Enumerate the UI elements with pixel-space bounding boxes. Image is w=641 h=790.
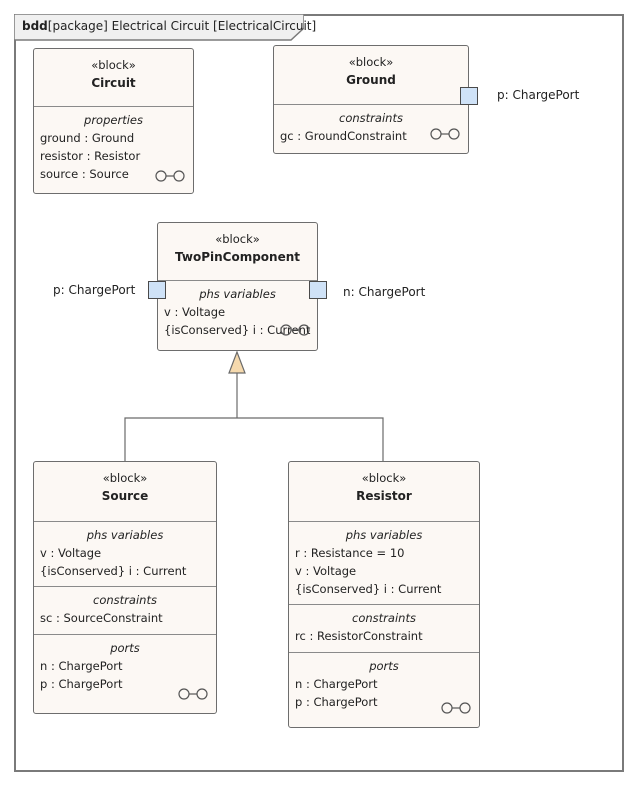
stereotype: «block» — [361, 471, 407, 485]
variable-item: v : Voltage — [164, 305, 226, 319]
constraint-item: sc : SourceConstraint — [40, 611, 163, 625]
block-name: Source — [101, 489, 149, 503]
stereotype: «block» — [91, 58, 136, 72]
block-circuit[interactable]: «block» Circuit properties ground : Grou… — [33, 48, 194, 194]
block-twopincomponent[interactable]: «block» TwoPinComponent phs variables v … — [157, 222, 318, 351]
constraint-item: gc : GroundConstraint — [280, 129, 407, 143]
twopin-port-p[interactable] — [148, 281, 166, 299]
twopin-port-n-label: n: ChargePort — [343, 285, 426, 299]
twopin-port-n[interactable] — [309, 281, 327, 299]
compartment-title: ports — [110, 641, 140, 655]
block-name: Circuit — [91, 76, 136, 90]
stereotype: «block» — [102, 471, 148, 485]
block-source[interactable]: «block» Source phs variables v : Voltage… — [33, 461, 217, 714]
compartment-title: ports — [369, 659, 399, 673]
stereotype: «block» — [215, 232, 260, 246]
ground-port-label: p: ChargePort — [497, 88, 580, 102]
decomposition-icon — [430, 128, 460, 140]
compartment-title: constraints — [352, 611, 416, 625]
port-item: p : ChargePort — [295, 695, 378, 709]
variable-item: {isConserved} i : Current — [295, 582, 442, 596]
constraint-item: rc : ResistorConstraint — [295, 629, 423, 643]
decomposition-icon — [178, 688, 208, 700]
property-item: ground : Ground — [40, 131, 135, 145]
property-item: resistor : Resistor — [40, 149, 141, 163]
port-item: n : ChargePort — [295, 677, 378, 691]
block-name: Resistor — [356, 489, 412, 503]
property-item: source : Source — [40, 167, 129, 181]
compartment-title: constraints — [93, 593, 157, 607]
block-name: Ground — [346, 73, 396, 87]
variable-item: {isConserved} i : Current — [164, 323, 311, 337]
compartment-title: properties — [84, 113, 143, 127]
frame-title-text: [package] Electrical Circuit [Electrical… — [47, 19, 317, 33]
ground-port-p[interactable] — [460, 87, 478, 105]
decomposition-icon — [155, 170, 185, 182]
compartment-title: phs variables — [199, 287, 276, 301]
decomposition-icon — [280, 324, 310, 336]
block-name: TwoPinComponent — [175, 250, 300, 264]
compartment-title: phs variables — [345, 528, 423, 542]
frame-kind: bdd — [22, 19, 48, 33]
port-item: n : ChargePort — [40, 659, 123, 673]
block-resistor[interactable]: «block» Resistor phs variables r : Resis… — [288, 461, 480, 728]
block-ground[interactable]: «block» Ground constraints gc : GroundCo… — [273, 45, 469, 154]
stereotype: «block» — [348, 55, 394, 69]
variable-item: r : Resistance = 10 — [295, 546, 405, 560]
compartment-title: constraints — [339, 111, 403, 125]
compartment-title: phs variables — [86, 528, 164, 542]
frame-title: bdd[package] Electrical Circuit [Electri… — [22, 19, 316, 33]
variable-item: {isConserved} i : Current — [40, 564, 187, 578]
port-item: p : ChargePort — [40, 677, 123, 691]
twopin-port-p-label: p: ChargePort — [53, 283, 136, 297]
variable-item: v : Voltage — [40, 546, 102, 560]
decomposition-icon — [441, 702, 471, 714]
variable-item: v : Voltage — [295, 564, 357, 578]
